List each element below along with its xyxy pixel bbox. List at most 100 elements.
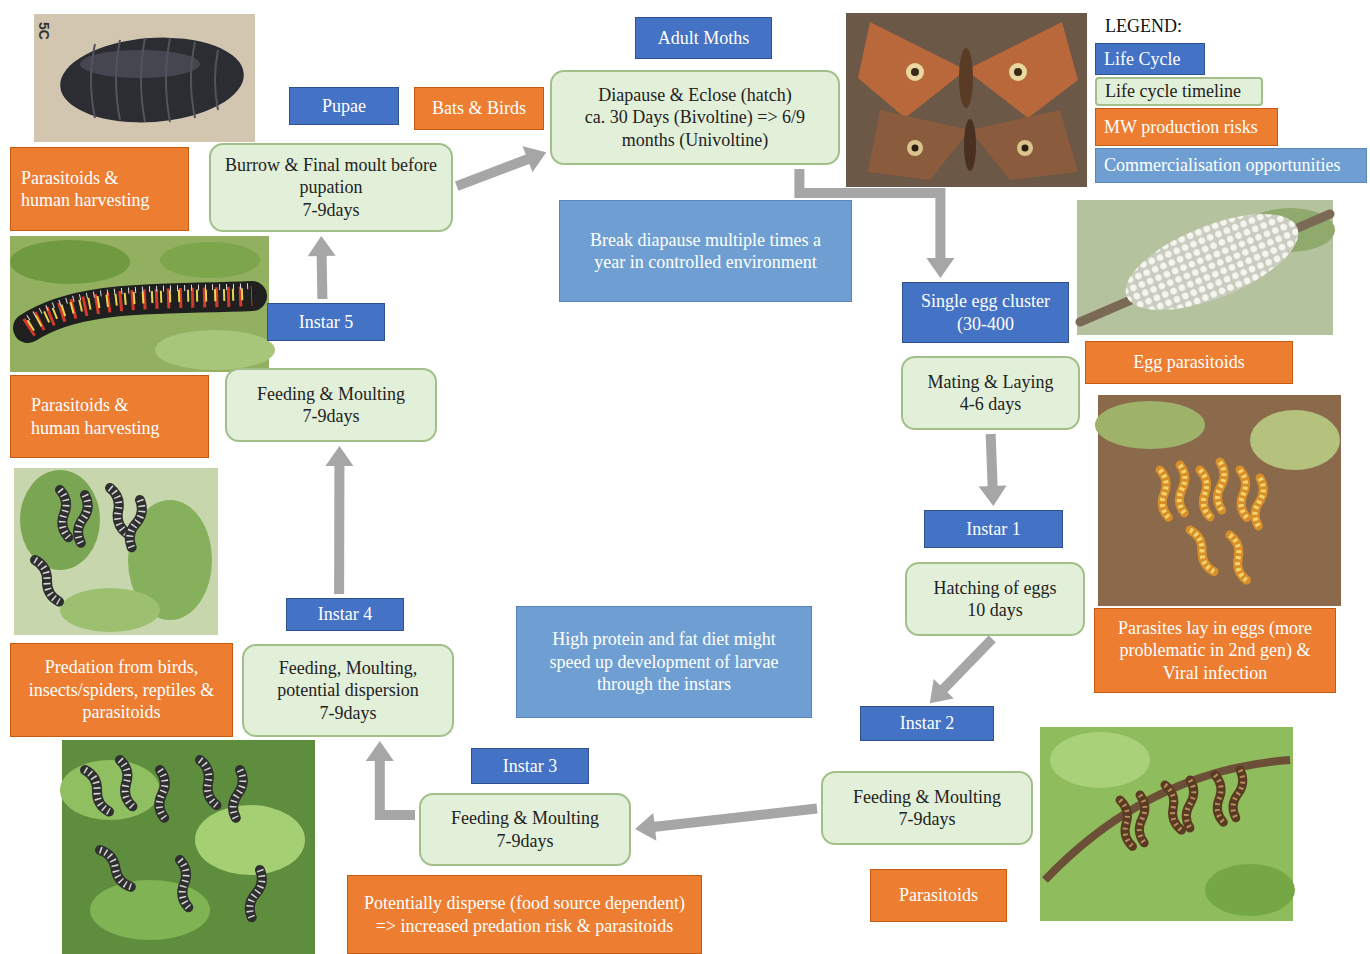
flow-arrow — [366, 741, 415, 815]
node-text: Single egg cluster (30-400 — [911, 290, 1060, 335]
risk-box: Parasitoids — [870, 869, 1007, 922]
node-text: ca. 30 Days (Bivoltine) => 6/9 months (U… — [562, 106, 828, 151]
flow-arrow — [457, 146, 547, 186]
timeline-box: Mating & Laying4-6 days — [901, 356, 1080, 430]
risk-box: Potentially disperse (food source depend… — [347, 875, 702, 954]
risk-box: Parasitoids & human harvesting — [10, 375, 209, 458]
node-text: Diapause & Eclose (hatch) — [562, 84, 828, 107]
arrow-head — [979, 485, 1007, 506]
flow-arrow — [979, 434, 1007, 506]
flow-arrow — [635, 808, 817, 840]
node-text: 7-9days — [221, 199, 441, 222]
timeline-box: Feeding & Moulting7-9days — [821, 771, 1033, 845]
risk-box: Parasitoids & human harvesting — [10, 147, 189, 231]
node-text: Feeding & Moulting — [237, 383, 425, 406]
arrow-shaft — [380, 759, 415, 815]
flow-arrow — [325, 446, 353, 594]
arrow-head — [930, 679, 954, 703]
arrow-head — [366, 741, 394, 761]
node-text: 7-9days — [254, 702, 442, 725]
legend-text: MW production risks — [1104, 116, 1258, 139]
timeline-box: Feeding & Moulting7-9days — [419, 793, 631, 866]
lifecycle-stage: Single egg cluster (30-400 — [902, 282, 1069, 343]
legend-text: Commercialisation opportunities — [1104, 154, 1340, 177]
node-text: Instar 4 — [295, 603, 395, 626]
risk-box: Parasites lay in eggs (more problematic … — [1094, 608, 1336, 693]
instar3-photo — [60, 740, 315, 954]
lifecycle-stage: Instar 4 — [286, 598, 404, 631]
node-text: Pupae — [298, 95, 390, 118]
pupa-photo — [34, 14, 255, 142]
node-text: Feeding, Moulting, potential dispersion — [254, 657, 442, 702]
lifecycle-stage: Pupae — [289, 87, 399, 125]
node-text: Egg parasitoids — [1094, 351, 1284, 374]
arrow-shaft — [317, 254, 328, 299]
lifecycle-stage: Instar 5 — [267, 303, 385, 341]
node-text: Instar 5 — [276, 311, 376, 334]
legend-text: Life Cycle — [1104, 48, 1180, 71]
node-text: Parasitoids & human harvesting — [21, 167, 164, 212]
moths-photo — [846, 13, 1087, 187]
opportunity-box: High protein and fat diet might speed up… — [516, 606, 812, 718]
arrow-shaft — [457, 159, 530, 187]
node-text: Parasitoids & human harvesting — [31, 394, 174, 439]
timeline-box: Burrow & Final moult before pupation7-9d… — [209, 143, 453, 232]
node-text: Potentially disperse (food source depend… — [356, 892, 693, 937]
risk-box: Bats & Birds — [414, 87, 544, 130]
legend-swatch: MW production risks — [1095, 108, 1278, 146]
node-text: 4-6 days — [913, 393, 1068, 416]
arrow-shaft — [942, 639, 992, 690]
node-text: High protein and fat diet might speed up… — [531, 628, 797, 696]
node-text: Hatching of eggs — [917, 577, 1073, 600]
lifecycle-stage: Instar 3 — [471, 748, 589, 784]
node-text: Break diapause multiple times a year in … — [574, 229, 837, 274]
node-text: Parasitoids — [879, 884, 998, 907]
arrow-head — [325, 446, 353, 466]
node-text: Predation from birds, insects/spiders, r… — [19, 656, 224, 724]
node-text: Burrow & Final moult before pupation — [221, 154, 441, 199]
node-text: Adult Moths — [644, 27, 763, 50]
node-text: Mating & Laying — [913, 371, 1068, 394]
egg-cluster-photo — [1077, 194, 1335, 335]
node-text: Instar 3 — [480, 755, 580, 778]
arrow-shaft — [334, 464, 344, 594]
opportunity-box: Break diapause multiple times a year in … — [559, 200, 852, 302]
arrow-head — [635, 813, 656, 841]
legend-swatch: Life cycle timeline — [1095, 77, 1263, 106]
node-text: Bats & Birds — [423, 97, 535, 120]
node-text: Feeding & Moulting — [833, 786, 1021, 809]
timeline-box: Hatching of eggs10 days — [905, 562, 1085, 636]
instar5-photo — [10, 236, 275, 372]
risk-box: Predation from birds, insects/spiders, r… — [10, 643, 233, 737]
risk-box: Egg parasitoids — [1085, 341, 1293, 384]
instar2-photo — [1040, 727, 1295, 921]
node-text: Parasites lay in eggs (more problematic … — [1103, 617, 1327, 685]
timeline-box: Diapause & Eclose (hatch)ca. 30 Days (Bi… — [550, 70, 840, 165]
lifecycle-stage: Instar 2 — [860, 706, 994, 741]
node-text: Instar 2 — [869, 712, 985, 735]
arrow-head — [523, 146, 547, 172]
arrow-head — [926, 258, 954, 278]
node-text: Instar 1 — [933, 518, 1054, 541]
flow-arrow — [308, 236, 336, 299]
legend-swatch: Life Cycle — [1095, 43, 1205, 75]
flow-arrow — [930, 639, 992, 703]
arrow-shaft — [653, 808, 817, 827]
node-text: 10 days — [917, 599, 1073, 622]
photo-code: 5C — [36, 22, 52, 40]
node-text: 7-9days — [833, 808, 1021, 831]
instar1-photo — [1095, 395, 1341, 606]
node-text: 7-9days — [237, 405, 425, 428]
legend-title: LEGEND: — [1105, 16, 1182, 37]
timeline-box: Feeding & Moulting7-9days — [225, 368, 437, 442]
legend-text: Life cycle timeline — [1105, 80, 1241, 103]
node-text: 7-9days — [431, 830, 619, 853]
timeline-box: Feeding, Moulting, potential dispersion7… — [242, 644, 454, 737]
lifecycle-stage: Instar 1 — [924, 510, 1063, 548]
arrow-head — [308, 236, 336, 256]
lifecycle-stage: Adult Moths — [635, 17, 772, 59]
arrow-shaft — [991, 434, 993, 488]
legend-swatch: Commercialisation opportunities — [1095, 148, 1367, 183]
node-text: Feeding & Moulting — [431, 807, 619, 830]
